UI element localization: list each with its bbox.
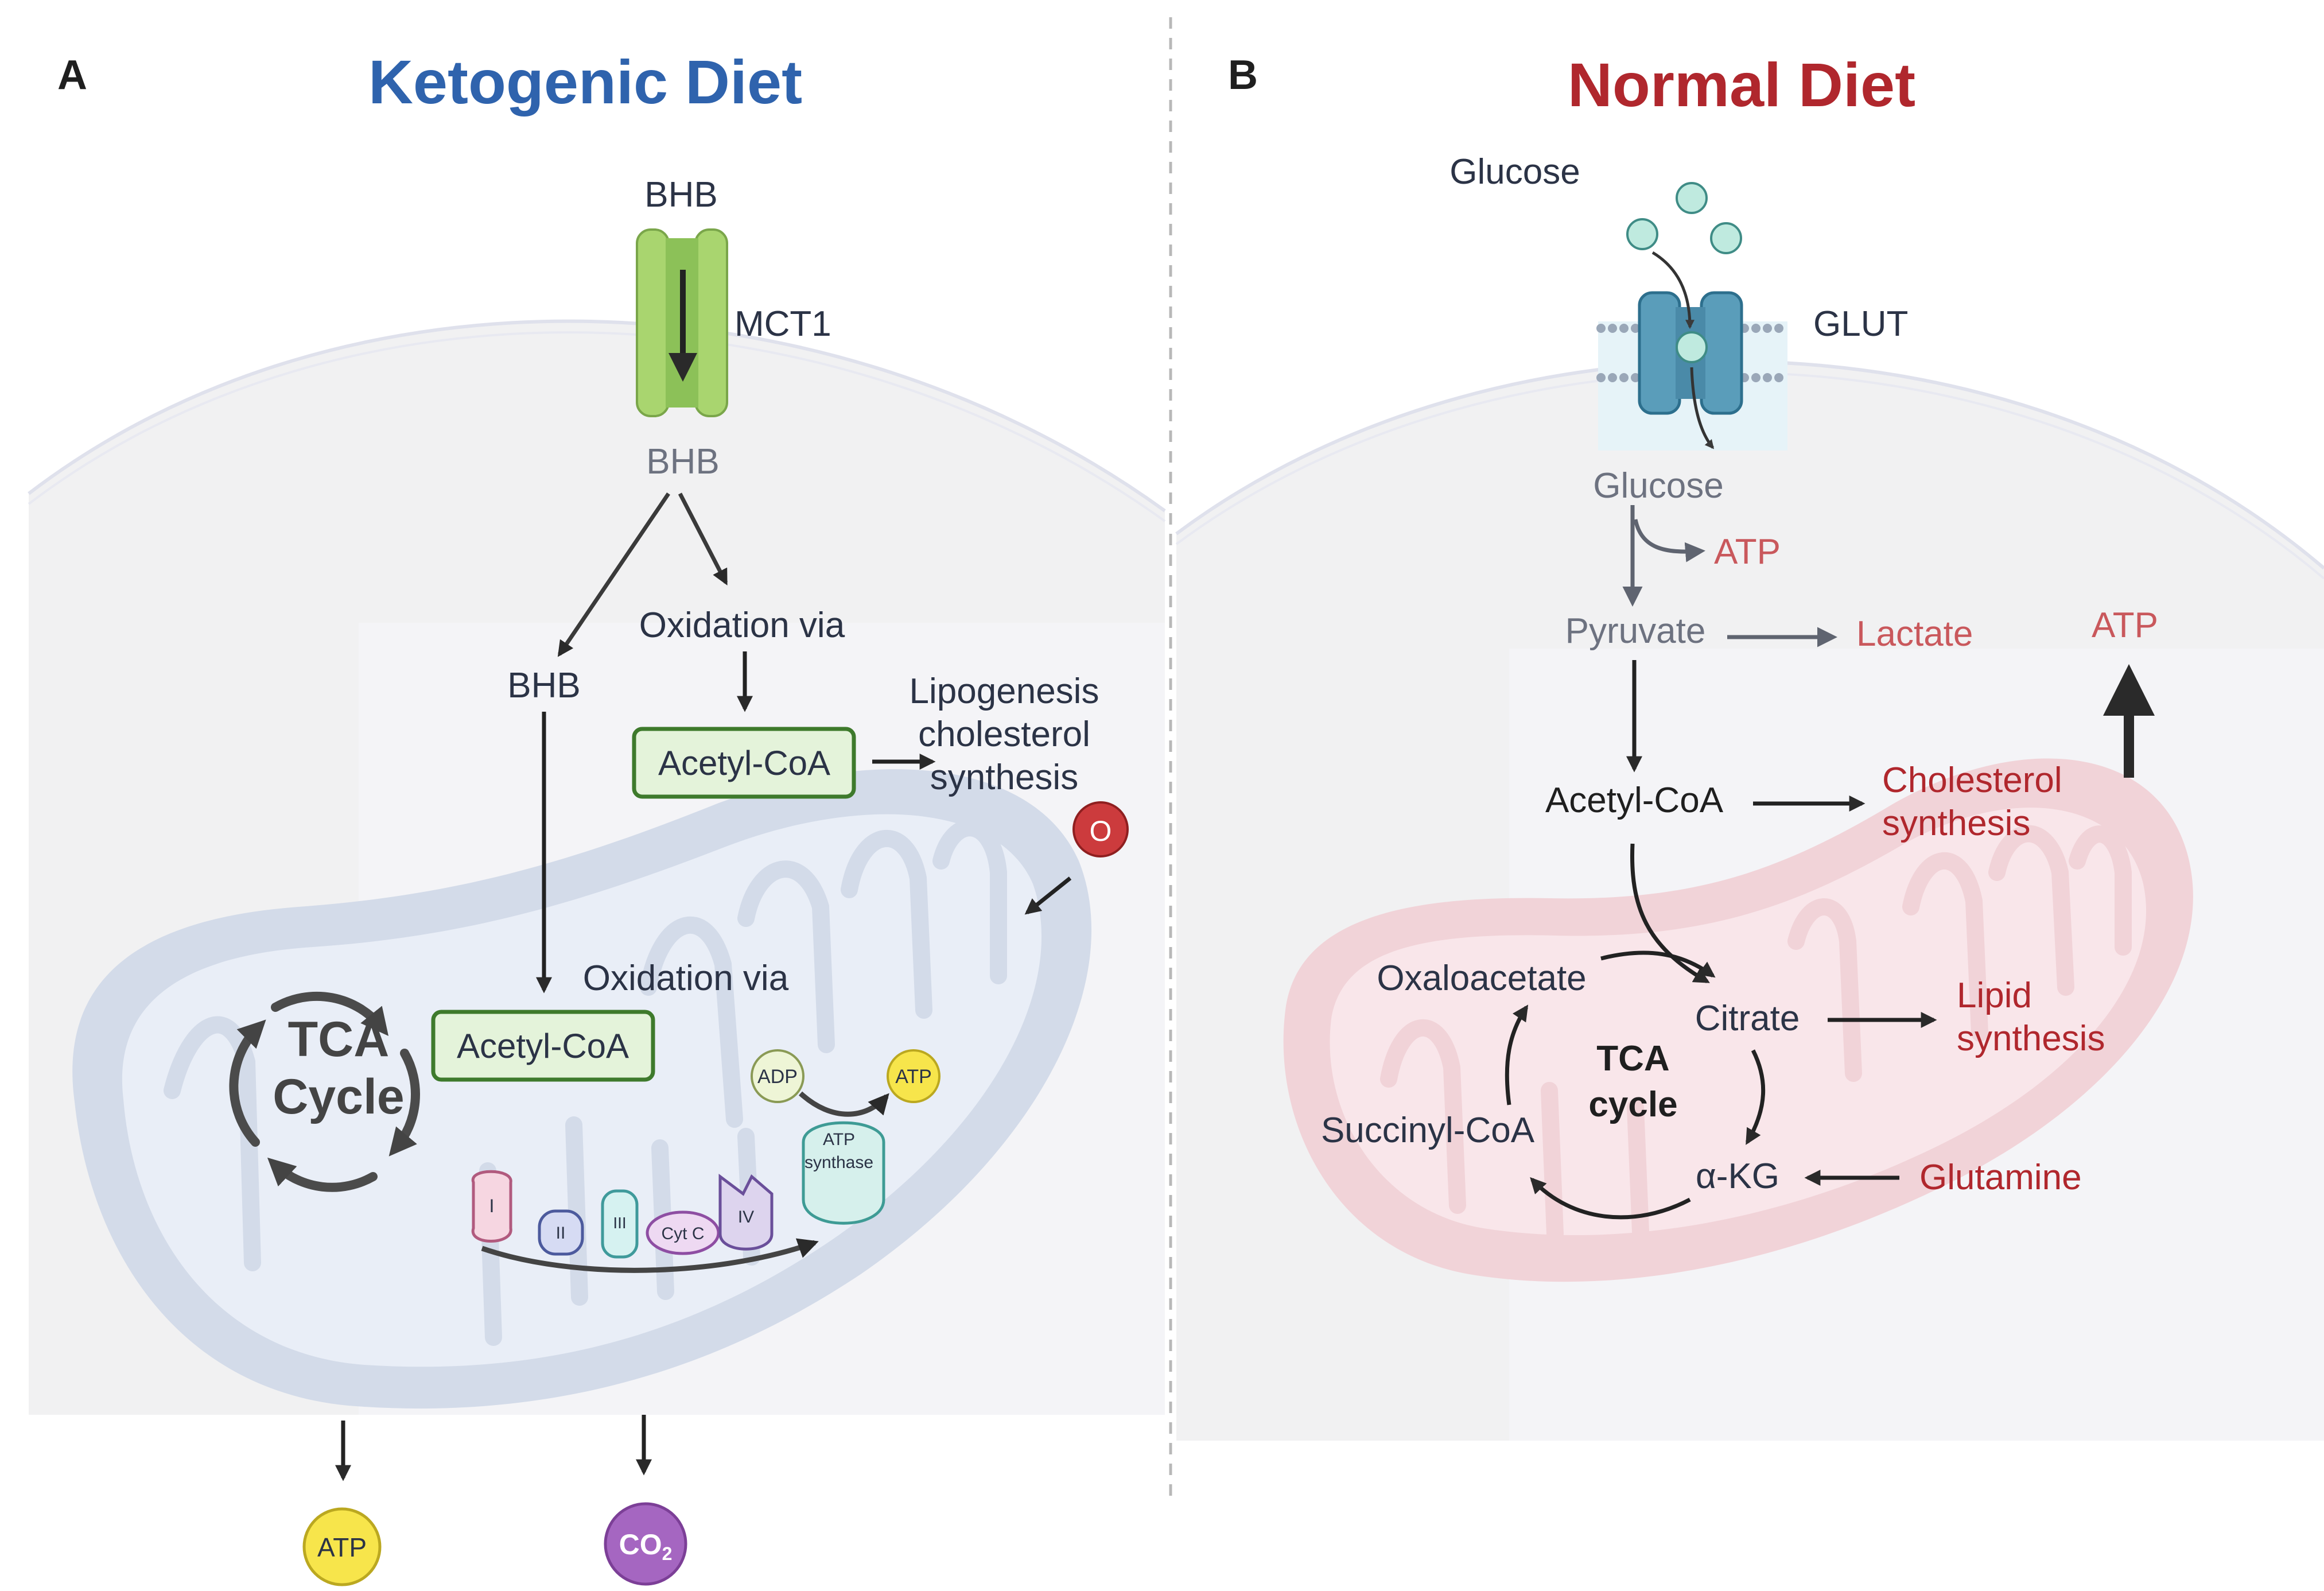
complex-4-label: IV: [738, 1208, 754, 1227]
panel-b-title: Normal Diet: [1568, 50, 1915, 119]
mct1-label: MCT1: [734, 304, 831, 344]
atp-small-molecule: [887, 1049, 941, 1103]
succinyl-coa-label: Succinyl-CoA: [1321, 1111, 1535, 1150]
glucose-molecule-1: [1676, 182, 1708, 214]
lipogenesis-line2: cholesterol: [918, 715, 1090, 754]
mct1-transporter: [636, 228, 728, 417]
bhb-branch-label: BHB: [507, 666, 580, 705]
citrate-label: Citrate: [1695, 999, 1800, 1038]
panel-a: A Ketogenic Diet BHB MCT1 BHB Oxidation …: [28, 47, 1166, 1586]
atp-output-label: ATP: [317, 1532, 367, 1562]
co2-subscript: 2: [662, 1543, 673, 1564]
acetyl-coa-label: Acetyl-CoA: [1545, 781, 1724, 820]
lipid-line2: synthesis: [1957, 1019, 2105, 1058]
arrow-acetyl-to-citrate: [1630, 843, 1710, 984]
tca-keto-line2: Cycle: [273, 1069, 405, 1124]
co2-main: CO: [619, 1528, 662, 1561]
tca-normal-line1: TCA: [1596, 1039, 1669, 1078]
arrow-oxygen-in: [1024, 876, 1072, 915]
lipid-line1: Lipid: [1957, 976, 2032, 1015]
cyt-c-label: Cyt C: [662, 1224, 705, 1243]
arrow-bhb-to-oxidation: [678, 492, 728, 585]
glut-transporter: [1596, 251, 1787, 451]
panel-a-letter: A: [57, 52, 87, 98]
oxidation-top-label: Oxidation via: [639, 606, 845, 645]
glucose-outside-label: Glucose: [1449, 152, 1580, 192]
atp-synthase-line2: synthase: [805, 1153, 873, 1172]
tca-keto-line1: TCA: [288, 1012, 390, 1067]
mitochondrion-keto: [72, 769, 1092, 1409]
co2-output-label: CO2: [619, 1528, 673, 1564]
adp-molecule: [751, 1049, 805, 1103]
oxaloacetate-label: Oxaloacetate: [1377, 959, 1586, 998]
arrow-bhb-to-bhb-branch: [557, 492, 670, 657]
mitochondrion-normal: [1283, 758, 2193, 1282]
electron-transport-chain: I II III Cyt C IV: [471, 1170, 819, 1273]
panel-b-letter: B: [1228, 52, 1258, 98]
atp-right-label: ATP: [2092, 606, 2158, 645]
acetyl-coa-top-box: [632, 727, 856, 799]
tca-cycle-normal-arrows: [1505, 950, 1766, 1220]
pyruvate-label: Pyruvate: [1565, 611, 1706, 651]
bhb-outside-label: BHB: [644, 175, 717, 215]
complex-1-label: I: [489, 1196, 495, 1216]
glucose-molecule-3: [1710, 222, 1742, 254]
atp-output-molecule: [302, 1507, 382, 1586]
complex-2-label: II: [556, 1224, 566, 1243]
glut-label: GLUT: [1813, 304, 1908, 344]
cholesterol-line2: synthesis: [1882, 804, 2030, 843]
atp-small-label: ATP: [895, 1066, 932, 1088]
lipogenesis-line1: Lipogenesis: [910, 672, 1099, 711]
lipogenesis-line3: synthesis: [930, 758, 1078, 797]
bhb-inside-label: BHB: [646, 442, 719, 482]
atp-synthase: [802, 1121, 885, 1225]
panel-a-title: Ketogenic Diet: [368, 47, 802, 117]
glucose-molecule-2: [1626, 218, 1658, 250]
arrow-adp-to-atp: [798, 1091, 889, 1117]
adp-label: ADP: [757, 1066, 798, 1088]
arrow-glucose-to-atp: [1633, 519, 1705, 562]
panel-b: B Normal Diet Glucose GLUT Glucose: [1175, 50, 2324, 1441]
atp-glycolysis-label: ATP: [1714, 532, 1781, 572]
co2-output-molecule: [604, 1502, 687, 1586]
oxygen-label: O: [1090, 815, 1112, 847]
akg-label: α-KG: [1696, 1157, 1779, 1196]
acetyl-coa-mito-label: Acetyl-CoA: [457, 1027, 629, 1065]
lactate-label: Lactate: [1856, 614, 1973, 654]
glucose-inside-label: Glucose: [1593, 466, 1723, 506]
cell-membrane-keto: [28, 319, 1166, 513]
cholesterol-line1: Cholesterol: [1882, 760, 2062, 800]
glutamine-label: Glutamine: [1919, 1158, 2082, 1197]
complex-3-label: III: [613, 1214, 626, 1232]
tca-normal-line2: cycle: [1588, 1085, 1677, 1124]
arrow-etc-to-synthase: [481, 1238, 819, 1273]
tca-cycle-keto: [229, 991, 420, 1192]
oxidation-mito-label: Oxidation via: [583, 959, 789, 998]
atp-synthase-line1: ATP: [823, 1130, 855, 1149]
oxygen-molecule: [1072, 801, 1129, 857]
acetyl-coa-mito-box: [431, 1010, 655, 1082]
acetyl-coa-top-label: Acetyl-CoA: [658, 744, 830, 782]
